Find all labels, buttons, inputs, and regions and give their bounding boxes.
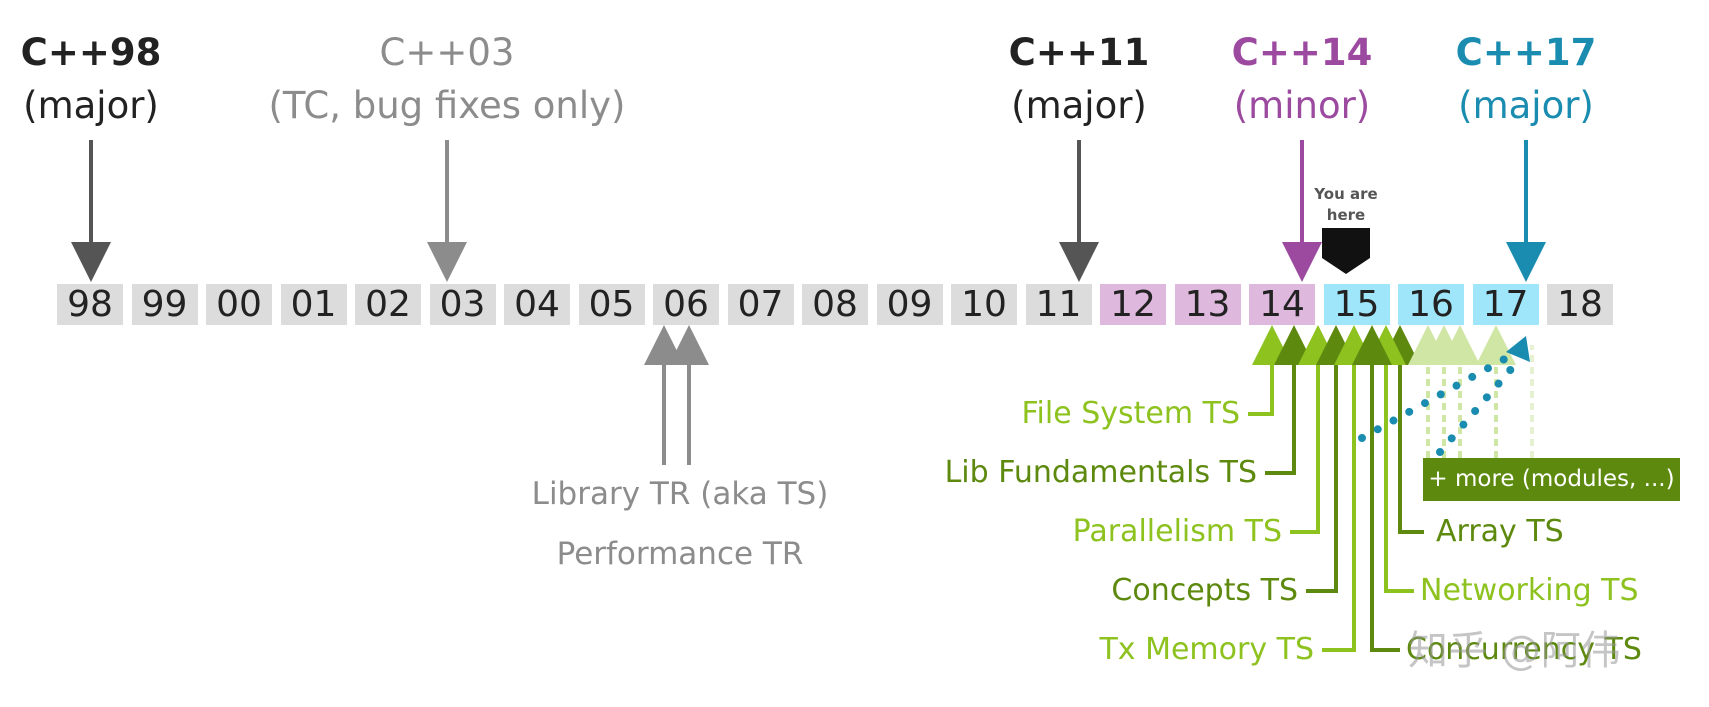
year-cell: 14 <box>1249 284 1315 325</box>
std-name-cpp11: C++11 <box>1008 31 1150 74</box>
arrow-tx-memory-ts <box>1322 325 1374 652</box>
year-cell: 98 <box>57 284 123 325</box>
arrow-parallelism-ts <box>1290 325 1338 534</box>
ts-tx-memory-label: Tx Memory TS <box>1099 632 1314 667</box>
arrow-networking-ts <box>1366 325 1414 593</box>
dotted-path-upper <box>1358 352 1514 442</box>
year-cell: 05 <box>578 284 645 325</box>
arrow-file-system-ts <box>1248 325 1292 416</box>
year-cell: 18 <box>1547 284 1613 325</box>
performance-tr-label: Performance TR <box>556 536 804 572</box>
std-name-cpp14: C++14 <box>1231 31 1373 74</box>
std-name-cpp03: C++03 <box>379 31 515 74</box>
year-cell: 16 <box>1398 284 1464 325</box>
std-kind-cpp11: (major) <box>1011 84 1147 127</box>
you-are-here-line1: You are <box>1314 185 1378 203</box>
library-tr-label: Library TR (aka TS) <box>531 476 829 512</box>
year-cell: 02 <box>355 284 421 325</box>
watermark-text: 知乎 @阿伟 <box>1408 628 1621 674</box>
year-cell: 04 <box>504 284 570 325</box>
std-kind-cpp14: (minor) <box>1233 84 1371 127</box>
year-cell: 07 <box>727 284 794 325</box>
you-are-here-line2: here <box>1326 206 1366 224</box>
dotted-path-arrowhead <box>1506 336 1530 362</box>
year-cell: 00 <box>206 284 272 325</box>
std-kind-cpp03: (TC, bug fixes only) <box>268 84 626 127</box>
year-cell: 17 <box>1472 284 1539 325</box>
year-cell: 03 <box>429 284 496 325</box>
ts-concurrency-label: Concurrency TS <box>1406 632 1642 667</box>
year-cell: 12 <box>1100 284 1166 325</box>
year-cell: 10 <box>951 284 1017 325</box>
std-name-cpp17: C++17 <box>1455 31 1597 74</box>
year-cell: 11 <box>1025 284 1092 325</box>
arrow-array-ts <box>1380 325 1424 534</box>
year-cell: 99 <box>131 284 198 325</box>
ts-concepts-label: Concepts TS <box>1111 573 1298 608</box>
more-ts-badge: + more (modules, ...) <box>1423 458 1680 501</box>
dotted-path-lower <box>1436 364 1516 456</box>
arrow-concepts-ts <box>1306 325 1356 593</box>
arrow-concurrency-ts <box>1352 325 1400 652</box>
ts-lib-fundamentals-label: Lib Fundamentals TS <box>944 455 1257 490</box>
std-kind-cpp98: (major) <box>23 84 159 127</box>
arrow-lib-fundamentals-ts <box>1265 325 1314 475</box>
ts-networking-label: Networking TS <box>1420 573 1639 608</box>
year-cell: 08 <box>802 284 868 325</box>
you-are-here-pointer <box>1322 228 1370 274</box>
year-cell: 01 <box>280 284 347 325</box>
std-name-cpp98: C++98 <box>20 31 162 74</box>
std-kind-cpp17: (major) <box>1458 84 1594 127</box>
year-cell: 15 <box>1323 284 1390 325</box>
ts-array-label: Array TS <box>1436 514 1564 549</box>
ts-file-system-label: File System TS <box>1021 396 1240 431</box>
year-cell: 06 <box>653 284 719 325</box>
year-cell: 09 <box>876 284 943 325</box>
year-cell: 13 <box>1174 284 1241 325</box>
ts-parallelism-label: Parallelism TS <box>1072 514 1282 549</box>
